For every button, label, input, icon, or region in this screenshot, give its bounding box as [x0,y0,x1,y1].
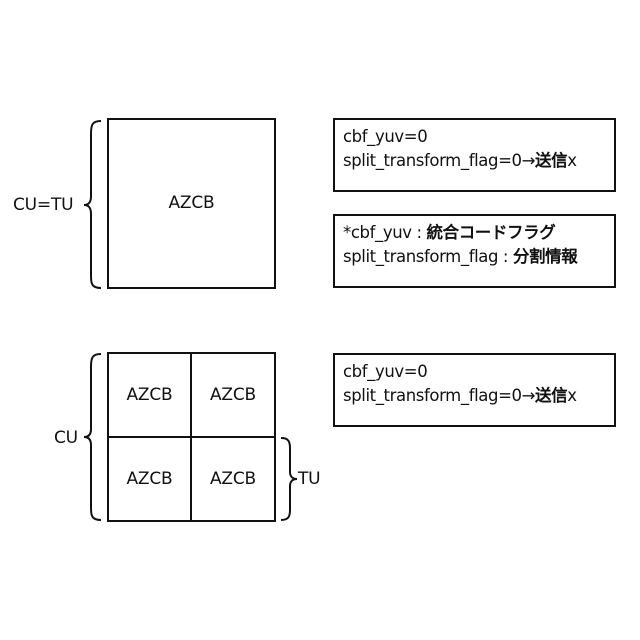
cu-tu-label: CU=TU [13,195,73,215]
top-block-label: AZCB [108,190,275,216]
grid-cell-top-left: AZCB [108,353,191,437]
legend-line2: split_transform_flag : 分割情報 [343,245,606,269]
bottom-note-line2: split_transform_flag=0→送信x [343,384,606,408]
top-note-line1: cbf_yuv=0 [343,125,606,149]
cu-label: CU [54,428,78,448]
grid-cell-bottom-left: AZCB [108,437,191,521]
top-left-brace [84,121,101,288]
grid-cell-bottom-right: AZCB [191,437,275,521]
top-note-line2: split_transform_flag=0→送信x [343,149,606,173]
bottom-left-brace [84,354,101,520]
legend-note: *cbf_yuv : 統合コードフラグ split_transform_flag… [333,214,616,288]
bottom-note-line1: cbf_yuv=0 [343,360,606,384]
bottom-right-brace [281,438,297,520]
legend-line1: *cbf_yuv : 統合コードフラグ [343,221,606,245]
grid-cell-top-right: AZCB [191,353,275,437]
bottom-flag-note: cbf_yuv=0 split_transform_flag=0→送信x [333,353,616,427]
tu-label: TU [298,469,320,489]
top-flag-note: cbf_yuv=0 split_transform_flag=0→送信x [333,118,616,192]
